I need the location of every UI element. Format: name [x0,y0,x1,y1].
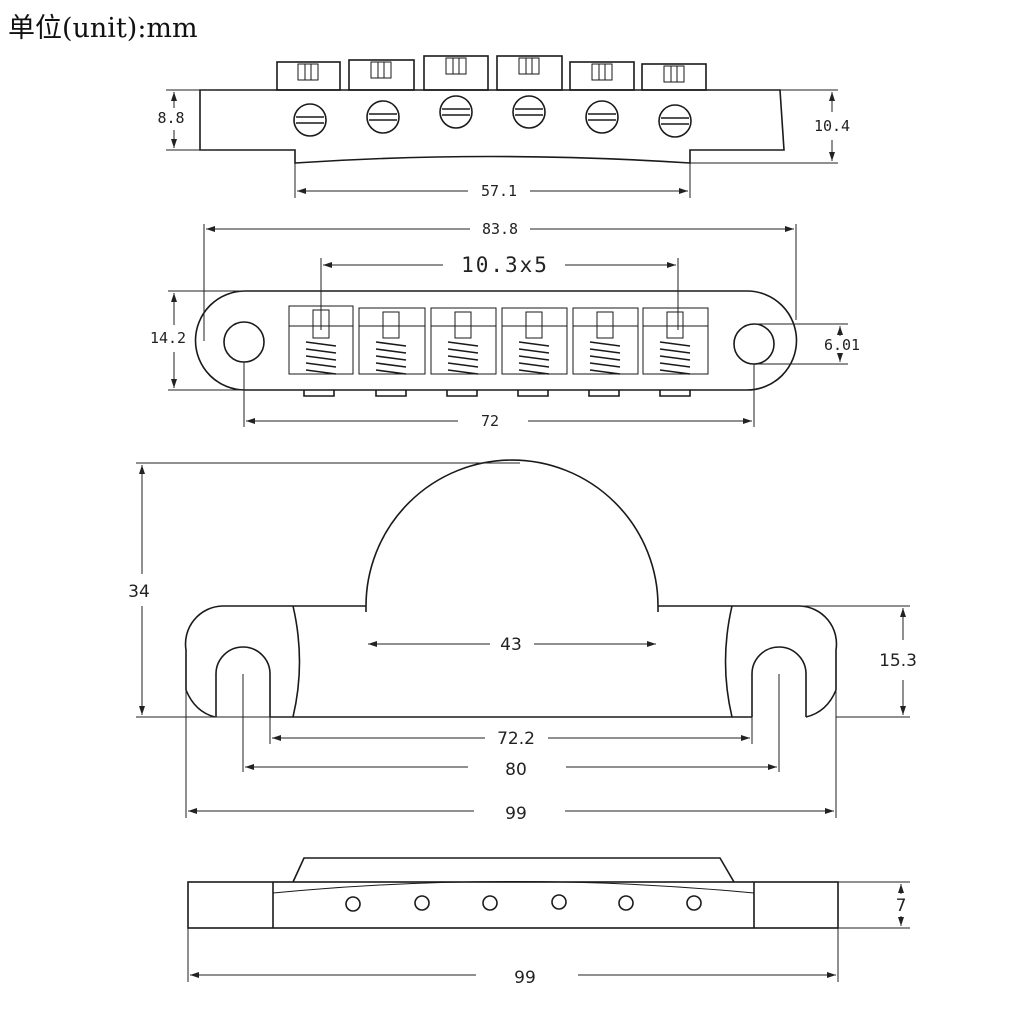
anchor-inner-width: 72.2 [497,729,535,749]
top-depth: 14.2 [150,329,186,347]
tailpiece-view: 7 99 [187,857,910,988]
anchor-slot-spacing: 80 [505,760,527,780]
front-screws [293,95,692,138]
front-view: 8.8 10.4 57.1 [157,55,850,200]
mount-hole-right [733,323,775,365]
top-view: 83.8 10.3x5 14.2 6.01 72 [150,220,860,430]
top-hole-diameter: 6.01 [824,336,860,354]
top-total-length: 83.8 [482,220,518,238]
tailpiece-height: 7 [896,896,907,916]
front-height-right: 10.4 [814,117,850,135]
front-height-left: 8.8 [157,109,184,127]
top-hole-spacing: 72 [481,412,499,430]
front-base-width: 57.1 [481,182,517,200]
top-saddle-spacing: 10.3x5 [461,253,549,277]
anchor-view: 34 43 15.3 72.2 80 99 [128,459,917,824]
unit-label: 单位(unit):mm [8,13,198,44]
anchor-side-height: 15.3 [879,651,917,671]
anchor-height: 34 [128,582,150,602]
front-saddles [276,55,707,91]
anchor-total-length: 99 [505,804,527,824]
top-saddles [288,305,709,397]
mount-hole-left [223,321,265,363]
tailpiece-total-length: 99 [514,968,536,988]
tailpiece-holes [345,894,702,912]
anchor-arch-width: 43 [500,635,522,655]
